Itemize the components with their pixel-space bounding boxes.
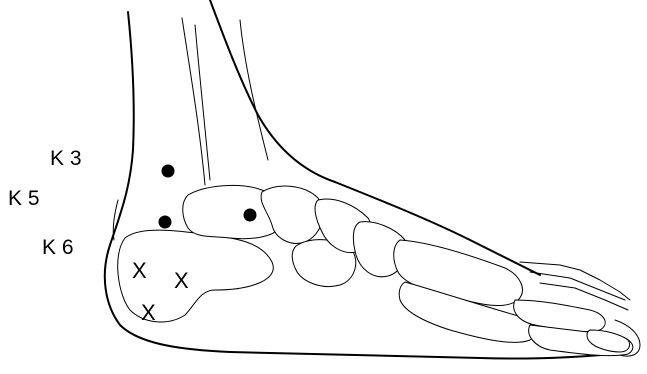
x-mark-2: X	[174, 270, 189, 292]
tibia-front-line	[240, 20, 268, 160]
label-k3: K 3	[50, 148, 82, 169]
tibia-line	[182, 18, 205, 185]
x-mark-1: X	[132, 260, 147, 282]
fibula-line	[195, 25, 210, 180]
acupoint-k5-dot	[159, 216, 172, 229]
x-mark-3: X	[141, 302, 156, 324]
toe-outline	[520, 262, 630, 300]
acupoint-k3-dot	[162, 165, 175, 178]
label-k6: K 6	[42, 237, 74, 258]
label-k5: K 5	[8, 188, 40, 209]
acupoint-k6-dot	[244, 209, 257, 222]
